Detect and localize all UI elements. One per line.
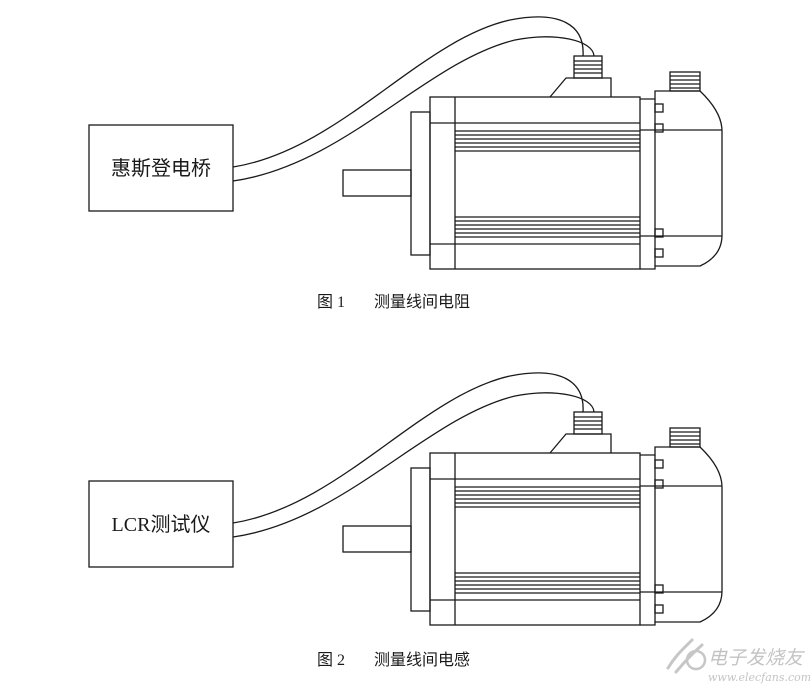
instrument-box-2 [88,480,234,568]
cable-2 [232,372,595,538]
instrument-label-1: 惠斯登电桥 [111,157,211,180]
instrument-box-1 [88,124,234,212]
cable-1 [232,16,595,182]
caption-number-2: 图 2 [317,652,345,669]
caption-text-2: 测量线间电感 [374,651,470,669]
instrument-label-2: LCR测试仪 [112,513,211,536]
caption-number-1: 图 1 [317,294,345,311]
caption-text-1: 测量线间电阻 [374,293,470,311]
motor-diagram-2 [342,411,723,626]
figure-1: 惠斯登电桥 图 1 测量线间电阻 [88,16,723,311]
motor-diagram-1 [342,55,723,270]
figure-2: LCR测试仪 图 2 测量线间电感 [88,372,723,669]
watermark: 电子发烧友 www.elecfans.com [666,638,810,684]
watermark-logo-icon [666,638,707,674]
watermark-main: 电子发烧友 [708,647,805,669]
watermark-url: www.elecfans.com [708,671,810,684]
